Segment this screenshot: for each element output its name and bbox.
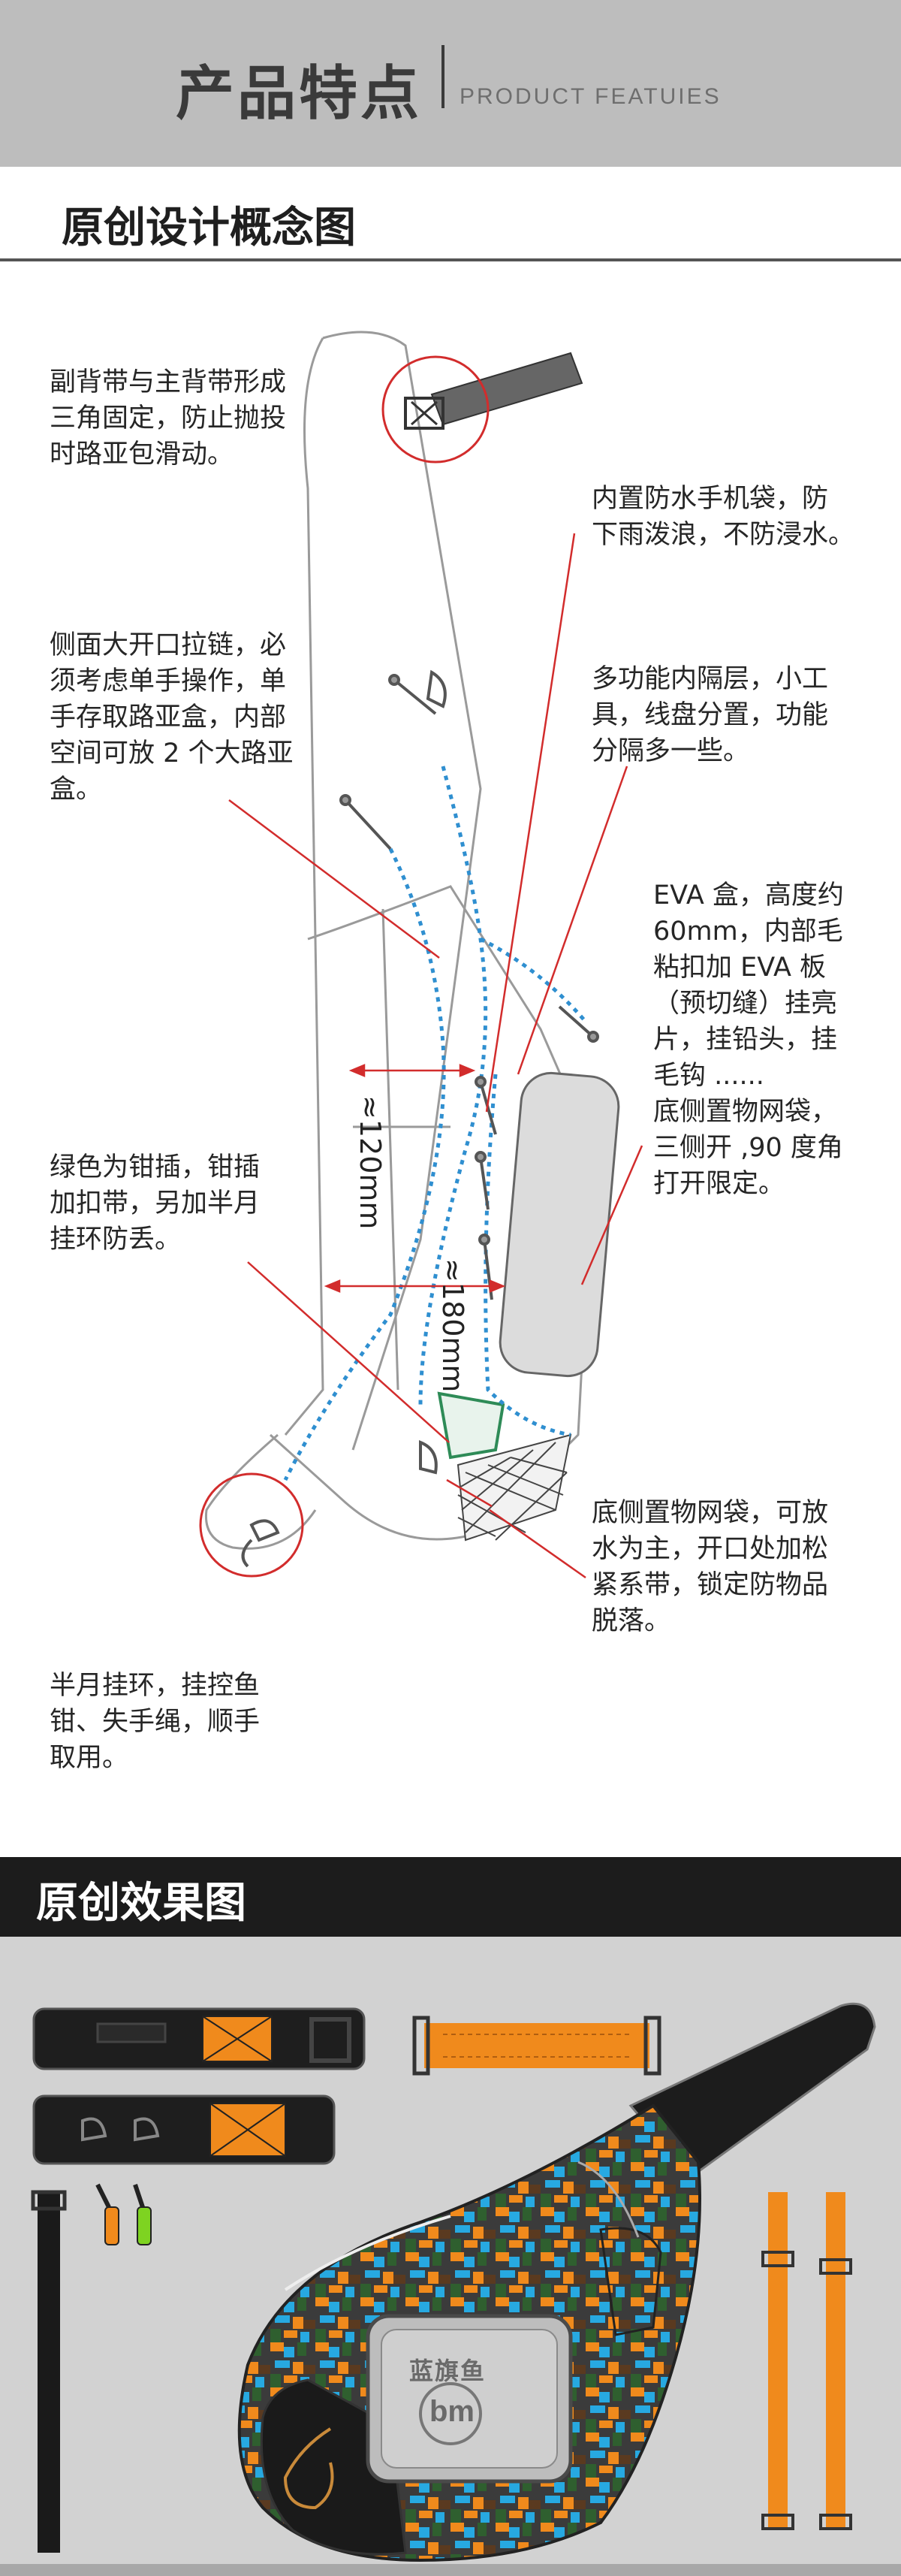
note-half-moon-ring: 半月挂环，挂控鱼 钳、失手绳，顺手 取用。 xyxy=(50,1671,261,1773)
header-banner: 产品特点 PRODUCT FEATUIES xyxy=(0,0,901,167)
bag-bottom-tip xyxy=(204,1433,317,1550)
dimension-label-120: ≈120mm xyxy=(354,1095,387,1230)
note-plier-holster: 绿色为钳插，钳插 加扣带，另加半月 挂环防丢。 xyxy=(50,1152,261,1255)
note-eva-box: EVA 盒，高度约 60mm，内部毛 粘扣加 EVA 板 （预切缝）挂亮 片，挂… xyxy=(653,880,844,1199)
note-bottom-mesh: 底侧置物网袋，可放 水为主，开口处加松 紧系带，锁定防物品 脱落。 xyxy=(592,1498,829,1636)
shoulder-strap xyxy=(628,2002,876,2179)
zipper-pull-orange xyxy=(95,2183,119,2245)
page-title: 产品特点 xyxy=(176,60,423,128)
plier-holster xyxy=(437,1391,505,1460)
concept-section-title: 原创设计概念图 xyxy=(62,204,356,252)
side-pocket xyxy=(599,2227,662,2336)
main-strap-outline xyxy=(322,331,482,1451)
bag-seam xyxy=(381,908,399,1391)
dimension-arrows xyxy=(324,1064,506,1293)
render-logo-text: 蓝旗鱼 xyxy=(409,2357,487,2385)
orange-strap-vertical-2 xyxy=(819,2192,852,2530)
orange-strap xyxy=(412,2016,661,2076)
render-section-header xyxy=(0,1857,901,1937)
note-triangle-strap: 副背带与主背带形成 三角固定，防止抛投 时路亚包滑动。 xyxy=(50,367,287,470)
strap-piece-1 xyxy=(32,2007,366,2070)
eva-box xyxy=(499,1071,620,1378)
bottom-strip xyxy=(0,2564,901,2576)
concept-diagram: 副背带与主背带形成 三角固定，防止抛投 时路亚包滑动。 内置防水手机袋，防 下雨… xyxy=(0,263,901,1803)
note-side-zipper: 侧面大开口拉链，必 须考虑单手操作，单 手存取路亚盒，内部 空间可放 2 个大路… xyxy=(50,630,294,805)
callout-circle-bottom xyxy=(199,1472,304,1578)
render-section-title: 原创效果图 xyxy=(36,1879,246,1928)
section-divider xyxy=(0,258,901,261)
note-inner-divider: 多功能内隔层，小工 具，线盘分置，功能 分隔多一些。 xyxy=(592,664,829,766)
mesh-pocket xyxy=(457,1433,572,1542)
page-subtitle: PRODUCT FEATUIES xyxy=(460,84,722,109)
bag-sketch xyxy=(199,331,643,1579)
lanyard xyxy=(283,2427,334,2510)
strap-inner-outline xyxy=(284,337,324,1436)
title-divider xyxy=(441,45,444,108)
strap-buckle xyxy=(404,352,583,430)
black-webbing xyxy=(31,2190,67,2553)
reflective-trim xyxy=(284,2215,451,2291)
zipper-lines xyxy=(283,766,587,1481)
d-rings xyxy=(241,669,447,1568)
render-logo-mark: bm xyxy=(429,2395,475,2428)
orange-strap-vertical-1 xyxy=(761,2192,794,2530)
strap-piece-2 xyxy=(32,2094,336,2165)
product-render xyxy=(31,2002,876,2562)
callout-leaders xyxy=(228,533,643,1579)
zipper-pull-green xyxy=(133,2184,152,2245)
logo-circle xyxy=(419,2382,482,2445)
dimension-label-180: ≈180mm xyxy=(436,1258,469,1393)
render-area: 蓝旗鱼 bm xyxy=(0,1937,901,2576)
callout-circle-top xyxy=(381,355,490,464)
note-phone-pocket: 内置防水手机袋，防 下雨泼浪，不防浸水。 xyxy=(592,484,855,550)
